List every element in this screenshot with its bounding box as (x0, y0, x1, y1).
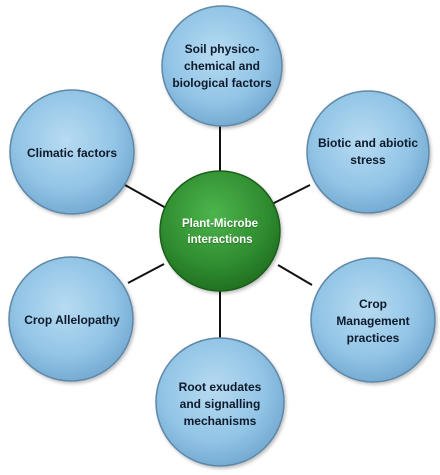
node-circle-allelopathy (8, 256, 134, 382)
node-circle-biotic (306, 90, 430, 214)
node-label-crop-mgmt: Crop Management practices (336, 296, 410, 345)
node-label-soil: Soil physico- chemical and biological fa… (172, 41, 272, 90)
node-label-climatic: Climatic factors (26, 145, 118, 160)
node-label-allelopathy: Crop Allelopathy (24, 312, 120, 327)
node-circle-crop-mgmt (310, 257, 436, 383)
node-circle-climatic (9, 89, 135, 215)
node-label-biotic: Biotic and abiotic stress (317, 136, 418, 167)
center-node-circle (159, 170, 281, 292)
node-label-root: Root exudates and signalling mechanisms (178, 379, 262, 428)
connector-allelopathy (127, 263, 165, 284)
node-circle-root (155, 337, 285, 467)
connector-crop-mgmt (277, 264, 313, 286)
connector-lines (124, 120, 313, 340)
node-circle-soil (161, 5, 283, 127)
center-node-label: Plant-Microbe interactions (181, 218, 259, 246)
connector-climatic (124, 184, 167, 209)
connector-biotic (269, 184, 311, 206)
